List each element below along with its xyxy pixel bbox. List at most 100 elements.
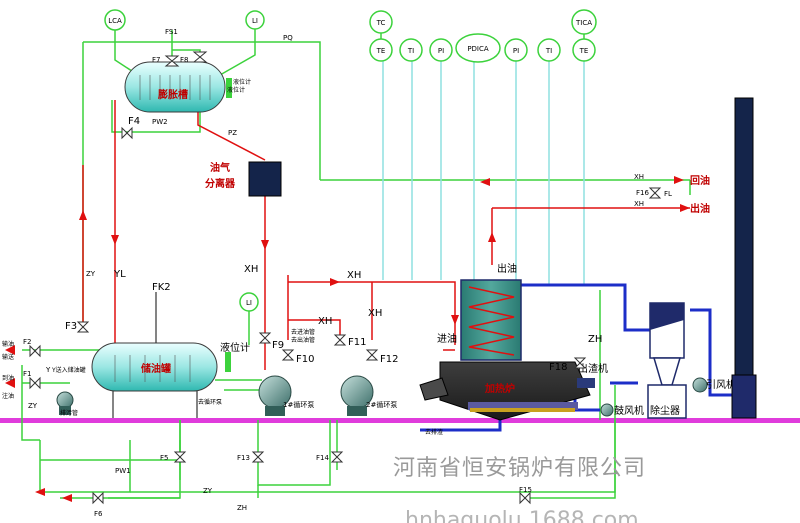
instrument-lca — [104, 9, 126, 31]
instrument-li-top — [245, 10, 265, 30]
instrument-ti-2-label: TI — [545, 47, 552, 55]
instrument-tc-label: TC — [376, 19, 386, 27]
valve-f18-label: F18 — [549, 362, 567, 373]
storage-tank-label: 储油罐 — [140, 362, 171, 375]
circ-note-2: 去出油管 — [291, 336, 315, 344]
watermark-line-1: 河南省恒安锅炉有限公司 — [393, 456, 646, 481]
pump-1-label: 1#循环泵 — [283, 400, 314, 409]
pump-2 — [340, 375, 374, 416]
valve-fs1-label: FS1 — [165, 28, 178, 36]
valve-f13[interactable] — [251, 451, 265, 463]
left-note-3: 到油 — [2, 374, 14, 382]
instrument-li-top-label: LI — [252, 17, 258, 25]
induced-fan-label-1: 引风机 — [706, 378, 736, 391]
valve-f12[interactable] — [365, 349, 379, 361]
dust-collector-label: 除尘器 — [650, 404, 680, 417]
line-xh-1-label: XH — [244, 264, 258, 275]
fk2-label: FK2 — [152, 282, 171, 293]
valve-f11-label: F11 — [348, 337, 366, 348]
valve-f10-label: F10 — [296, 354, 314, 365]
valve-f8[interactable] — [192, 51, 208, 63]
valve-f5[interactable] — [173, 451, 187, 463]
valve-f16[interactable] — [648, 187, 662, 199]
left-arrow-2 — [5, 378, 15, 388]
left-note-1: 输油 — [2, 340, 14, 348]
valve-f5-label: F5 — [160, 454, 168, 462]
instrument-ti-1 — [399, 38, 423, 62]
valve-f1-label: F1 — [23, 370, 31, 378]
valve-f6-label: F6 — [94, 510, 103, 518]
valve-f2[interactable] — [29, 344, 41, 358]
valve-f15[interactable] — [519, 491, 531, 505]
instrument-lca-label: LCA — [108, 17, 122, 25]
instrument-pi-2-label: PI — [513, 47, 519, 55]
watermark-line-2: hnhaguolu.1688.com — [405, 508, 639, 523]
valve-f6[interactable] — [92, 491, 104, 505]
tiny-note: 液位计 — [227, 86, 245, 94]
valve-f4[interactable] — [121, 126, 133, 140]
expansion-tank: 膨胀槽 — [124, 61, 226, 113]
valve-f14[interactable] — [330, 451, 344, 463]
level-gauge-top-icon — [226, 78, 232, 98]
valve-f11[interactable] — [333, 334, 347, 346]
instrument-ti-1-label: TI — [407, 47, 414, 55]
valve-f10[interactable] — [281, 349, 295, 361]
storage-tank: 储油罐 — [91, 342, 218, 418]
instrument-pi-2 — [504, 38, 528, 62]
valve-f4-label: F4 — [128, 116, 140, 127]
level-gauge-top-label: 液位计 — [233, 78, 251, 86]
line-pw2-label: PW2 — [152, 118, 168, 126]
bottom-pipe-note: 排污管 — [60, 409, 78, 417]
instrument-lines — [382, 55, 585, 285]
line-zy-bottom-label: ZY — [203, 487, 213, 495]
level-gauge-mid-label: 液位计 — [220, 341, 250, 354]
valve-f7[interactable] — [164, 55, 180, 67]
left-arrow-1 — [5, 345, 15, 355]
valve-f7-label: F7 — [152, 56, 160, 64]
line-y-label: Y — [45, 366, 51, 374]
expansion-tank-label: 膨胀槽 — [158, 88, 188, 101]
instrument-te-1-label: TE — [376, 47, 386, 55]
pump-2-label: 2#循环泵 — [366, 400, 397, 409]
instrument-pdica-label: PDICA — [467, 45, 489, 53]
slag-extractor — [577, 378, 595, 388]
green-pipes — [21, 25, 691, 499]
valve-f12-label: F12 — [380, 354, 398, 365]
gas-separator-label-2: 分离器 — [205, 177, 236, 190]
line-pz-label: PZ — [228, 129, 237, 137]
line-zh-bottom-label: ZH — [237, 504, 247, 512]
line-zh-right-label: ZH — [588, 334, 602, 345]
chimney — [734, 97, 754, 419]
instrument-pi-1 — [429, 38, 453, 62]
left-note-2: 输送 — [2, 353, 14, 361]
small-notes: 输油 输送 到油 注油 Y送入储油罐 去循环泵 去进油管 去出油管 排污管 液位… — [2, 86, 443, 436]
line-xh-3-label: XH — [318, 316, 332, 327]
blower-label: 鼓风机 — [614, 404, 644, 417]
valve-f15-label: F15 — [519, 486, 532, 494]
red-pipes — [82, 100, 690, 370]
line-zy-side-label: ZY — [28, 402, 38, 410]
line-pw1-label: PW1 — [115, 467, 131, 475]
left-arrow-3 — [35, 488, 45, 496]
valve-f9-label: F9 — [272, 340, 284, 351]
outlet-oil-label: 出油 — [497, 262, 517, 275]
blower-icon — [600, 403, 614, 417]
pump-1 — [258, 375, 292, 416]
valve-f3[interactable] — [76, 321, 90, 333]
furnace-label: 加热炉 — [484, 382, 515, 395]
valve-f9[interactable] — [258, 332, 272, 344]
slag-note: 去排渣 — [425, 428, 443, 436]
instrument-te-2-label: TE — [579, 47, 589, 55]
dust-collector — [647, 302, 687, 419]
gas-separator-label-1: 油气 — [210, 161, 230, 174]
line-yl-label: YL — [113, 269, 126, 280]
valve-f13-label: F13 — [237, 454, 250, 462]
return-oil-label: 回油 — [690, 174, 710, 187]
floor-line — [0, 418, 800, 423]
valve-f18[interactable] — [573, 357, 587, 369]
instrument-li-mid-label: LI — [246, 299, 252, 307]
out-oil-label: 出油 — [690, 202, 710, 215]
valve-f1[interactable] — [29, 376, 41, 390]
